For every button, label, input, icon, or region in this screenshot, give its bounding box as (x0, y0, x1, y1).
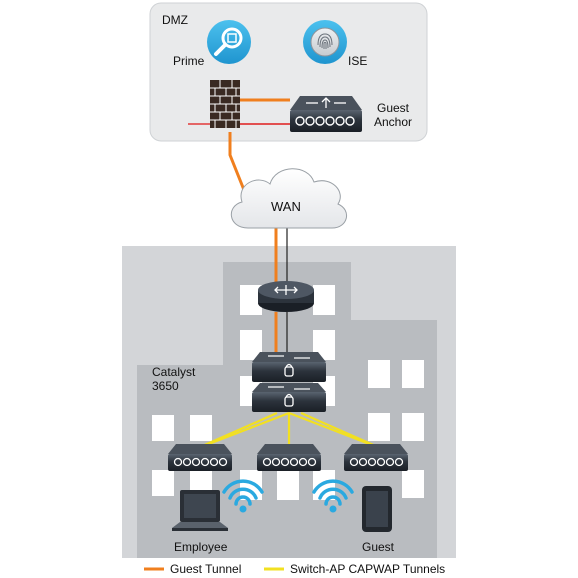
legend-capwap-label: Switch-AP CAPWAP Tunnels (290, 562, 445, 576)
access-point-icon (168, 444, 408, 471)
search-icon (207, 20, 251, 64)
cloud-icon (231, 168, 347, 229)
legend-guest-tunnel-label: Guest Tunnel (170, 562, 241, 576)
guest-label: Guest (362, 540, 395, 554)
wan-label: WAN (271, 199, 301, 214)
router-icon (258, 281, 314, 312)
guest-anchor-label-line1: Guest (377, 101, 410, 115)
catalyst-label-line1: Catalyst (152, 365, 196, 379)
employee-label: Employee (174, 540, 228, 554)
guest-anchor-label-line2: Anchor (374, 115, 412, 129)
laptop-icon (172, 490, 228, 531)
catalyst-label-line2: 3650 (152, 379, 179, 393)
switch-icon (252, 352, 326, 412)
dmz-title: DMZ (162, 13, 188, 27)
ise-label: ISE (348, 54, 367, 68)
guest-tunnel-path (228, 98, 290, 352)
wifi-icon (222, 479, 354, 506)
firewall-icon (210, 80, 240, 128)
prime-label: Prime (173, 54, 205, 68)
fingerprint-icon (303, 20, 347, 64)
legend: Guest Tunnel Switch-AP CAPWAP Tunnels (144, 562, 445, 576)
tablet-icon (362, 486, 392, 532)
guest-anchor-controller (290, 96, 362, 132)
wifi-dot (239, 505, 337, 513)
capwap-tunnels (199, 411, 379, 449)
